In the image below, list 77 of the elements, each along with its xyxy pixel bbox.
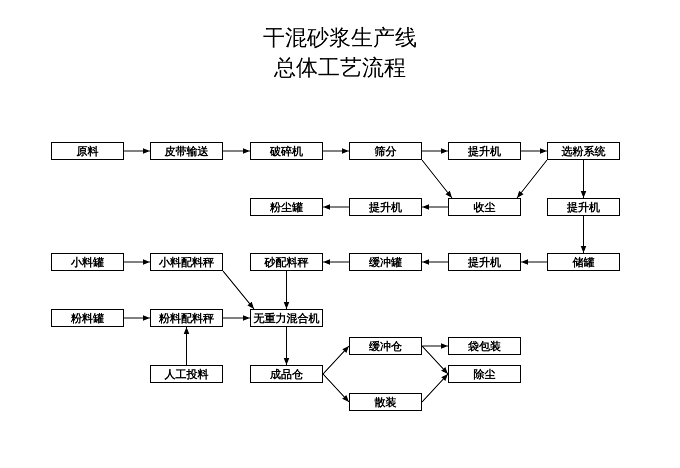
box-label: 粉尘罐 bbox=[270, 200, 303, 214]
process-box bbox=[448, 337, 521, 355]
process-box bbox=[51, 309, 124, 327]
process-box bbox=[150, 253, 223, 271]
box-label: 人工投料 bbox=[164, 366, 208, 382]
box-label: 提升机 bbox=[369, 200, 402, 214]
arrow bbox=[322, 148, 350, 154]
arrow bbox=[580, 216, 586, 254]
arrow bbox=[322, 259, 350, 265]
box-label: 皮带输送 bbox=[164, 144, 208, 158]
arrow bbox=[520, 148, 548, 154]
process-box bbox=[150, 142, 223, 160]
arrow bbox=[284, 326, 290, 366]
process-box bbox=[547, 198, 620, 216]
arrow bbox=[284, 270, 290, 310]
arrow bbox=[322, 374, 350, 402]
arrow bbox=[580, 160, 586, 198]
process-box bbox=[448, 142, 521, 160]
box-label: 砂配料秤 bbox=[264, 254, 308, 270]
process-box bbox=[250, 142, 323, 160]
process-box bbox=[349, 393, 422, 411]
arrow bbox=[422, 259, 448, 265]
process-box bbox=[150, 309, 223, 327]
arrow bbox=[124, 315, 150, 321]
process-box bbox=[349, 337, 422, 355]
process-box bbox=[250, 365, 323, 383]
arrow bbox=[124, 148, 150, 154]
box-label: 筛分 bbox=[374, 144, 396, 158]
box-label: 破碎机 bbox=[270, 144, 303, 158]
arrow bbox=[422, 148, 448, 154]
arrow bbox=[322, 204, 350, 210]
box-label: 无重力混合机 bbox=[254, 310, 320, 326]
process-box bbox=[250, 309, 323, 327]
box-label: 缓冲罐 bbox=[369, 254, 402, 270]
box-label: 袋包装 bbox=[468, 338, 501, 354]
box-label: 提升机 bbox=[468, 254, 501, 270]
arrow bbox=[222, 148, 250, 154]
diagram-title: 干混砂浆生产线总体工艺流程 bbox=[262, 25, 418, 83]
process-box bbox=[250, 253, 323, 271]
arrow bbox=[422, 343, 448, 349]
box-label: 原料 bbox=[76, 144, 98, 158]
process-box bbox=[250, 198, 323, 216]
box-label: 选粉系统 bbox=[562, 144, 606, 158]
box-label: 粉料罐 bbox=[71, 310, 104, 326]
arrow bbox=[184, 326, 190, 366]
arrow bbox=[516, 160, 548, 198]
arrow bbox=[422, 160, 452, 198]
process-box bbox=[51, 253, 124, 271]
box-label: 小料罐 bbox=[71, 254, 104, 270]
process-box bbox=[547, 253, 620, 271]
arrow bbox=[124, 259, 150, 265]
box-label: 除尘 bbox=[474, 366, 496, 382]
box-label: 收尘 bbox=[474, 200, 496, 214]
box-label: 粉料配料秤 bbox=[159, 310, 214, 326]
box-label: 提升机 bbox=[567, 200, 600, 214]
box-label: 成品仓 bbox=[270, 366, 303, 382]
box-label: 小料配料秤 bbox=[159, 254, 214, 270]
process-box bbox=[349, 253, 422, 271]
box-label: 储罐 bbox=[572, 254, 594, 270]
arrow bbox=[422, 204, 448, 210]
box-label: 散装 bbox=[374, 394, 396, 410]
box-label: 提升机 bbox=[468, 144, 501, 158]
arrow bbox=[422, 374, 448, 402]
process-box bbox=[349, 198, 422, 216]
box-label: 缓冲仓 bbox=[369, 338, 402, 354]
process-box bbox=[51, 142, 124, 160]
process-box bbox=[349, 142, 422, 160]
process-box bbox=[150, 365, 223, 383]
arrow bbox=[222, 315, 250, 321]
arrow bbox=[222, 270, 254, 310]
process-box bbox=[448, 253, 521, 271]
arrow bbox=[322, 346, 350, 374]
process-box bbox=[547, 142, 620, 160]
process-box bbox=[448, 365, 521, 383]
arrow bbox=[422, 346, 448, 374]
arrow bbox=[520, 259, 548, 265]
process-box bbox=[448, 198, 521, 216]
